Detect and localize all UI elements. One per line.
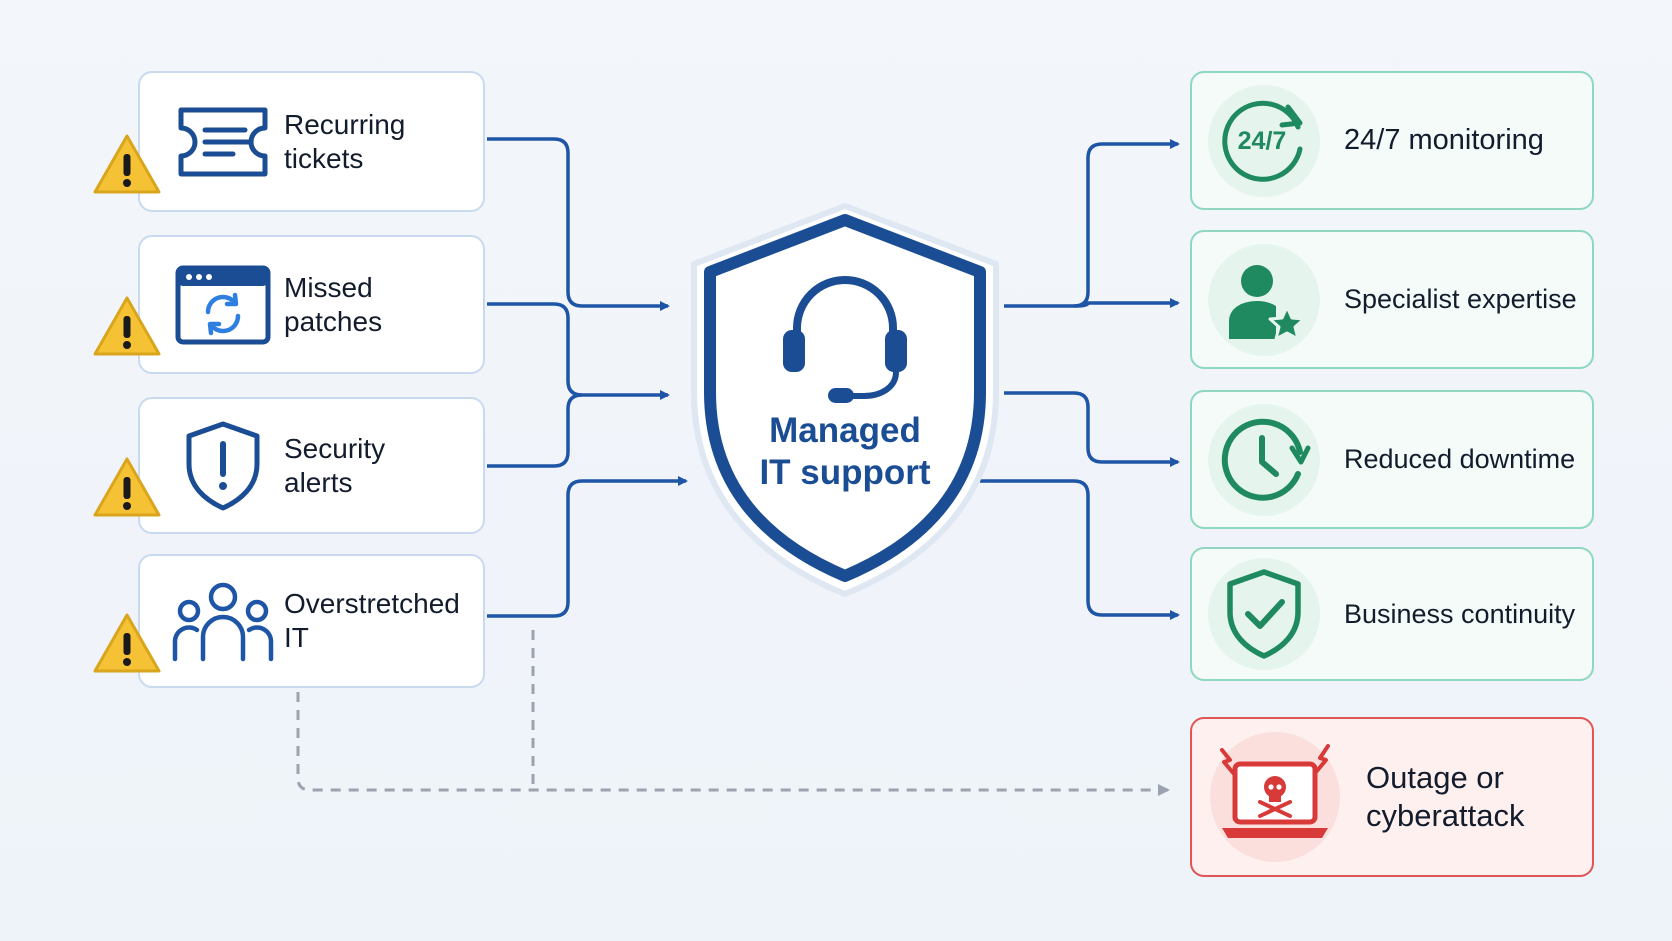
hub-title: Managed IT support: [759, 411, 931, 492]
connector-to-monitoring: [1004, 139, 1180, 308]
warning-icon: [93, 134, 161, 194]
benefit-label: 24/7 monitoring: [1344, 124, 1544, 156]
headset-icon: [783, 276, 907, 403]
connector-missed-patches: [487, 302, 670, 400]
problem-label: Overstretched IT: [284, 588, 460, 653]
hacked-laptop-icon: [1210, 732, 1340, 862]
problem-card-missed-patches: Missed patches: [138, 235, 485, 374]
problem-card-recurring-tickets: Recurring tickets: [138, 71, 485, 212]
browser-refresh-icon: [168, 265, 278, 345]
connector-security-alerts: [487, 393, 583, 468]
problem-card-overstretched-it: Overstretched IT: [138, 554, 485, 688]
risk-label: Outage or cyberattack: [1366, 760, 1525, 833]
risk-card-outage-cyberattack: Outage or cyberattack: [1190, 717, 1594, 877]
managed-it-support-shield: [684, 202, 1006, 598]
connector-to-downtime: [1004, 391, 1180, 467]
shield-check-icon: [1208, 558, 1320, 670]
svg-text:24/7: 24/7: [1238, 127, 1287, 155]
benefit-card-specialist-expertise: Specialist expertise: [1190, 230, 1594, 369]
warning-icon: [93, 613, 161, 673]
clock-247-icon: 24/7: [1208, 84, 1320, 197]
connector-overstretched-it: [487, 476, 688, 618]
ticket-icon: [168, 102, 278, 182]
benefit-label: Business continuity: [1344, 598, 1576, 629]
problem-label: Missed patches: [284, 271, 383, 337]
shield-alert-icon: [168, 421, 278, 510]
problem-label: Security alerts: [284, 432, 386, 498]
warning-icon: [93, 296, 161, 356]
dashed-path-to-risk: [296, 692, 1170, 796]
connector-recurring-tickets: [487, 137, 670, 311]
expert-star-icon: [1208, 243, 1320, 356]
clock-icon: [1208, 403, 1320, 516]
benefit-label: Specialist expertise: [1344, 284, 1577, 314]
benefit-card-business-continuity: Business continuity: [1190, 547, 1594, 681]
connector-to-expertise: [1073, 298, 1180, 308]
connector-to-continuity: [980, 479, 1180, 620]
benefit-card-247-monitoring: 24/7 24/7 monitoring: [1190, 71, 1594, 210]
problem-card-security-alerts: Security alerts: [138, 397, 485, 534]
benefit-label: Reduced downtime: [1344, 444, 1576, 474]
team-icon: [168, 581, 278, 662]
problem-label: Recurring tickets: [284, 108, 406, 174]
benefit-card-reduced-downtime: Reduced downtime: [1190, 390, 1594, 529]
warning-icon: [93, 457, 161, 517]
